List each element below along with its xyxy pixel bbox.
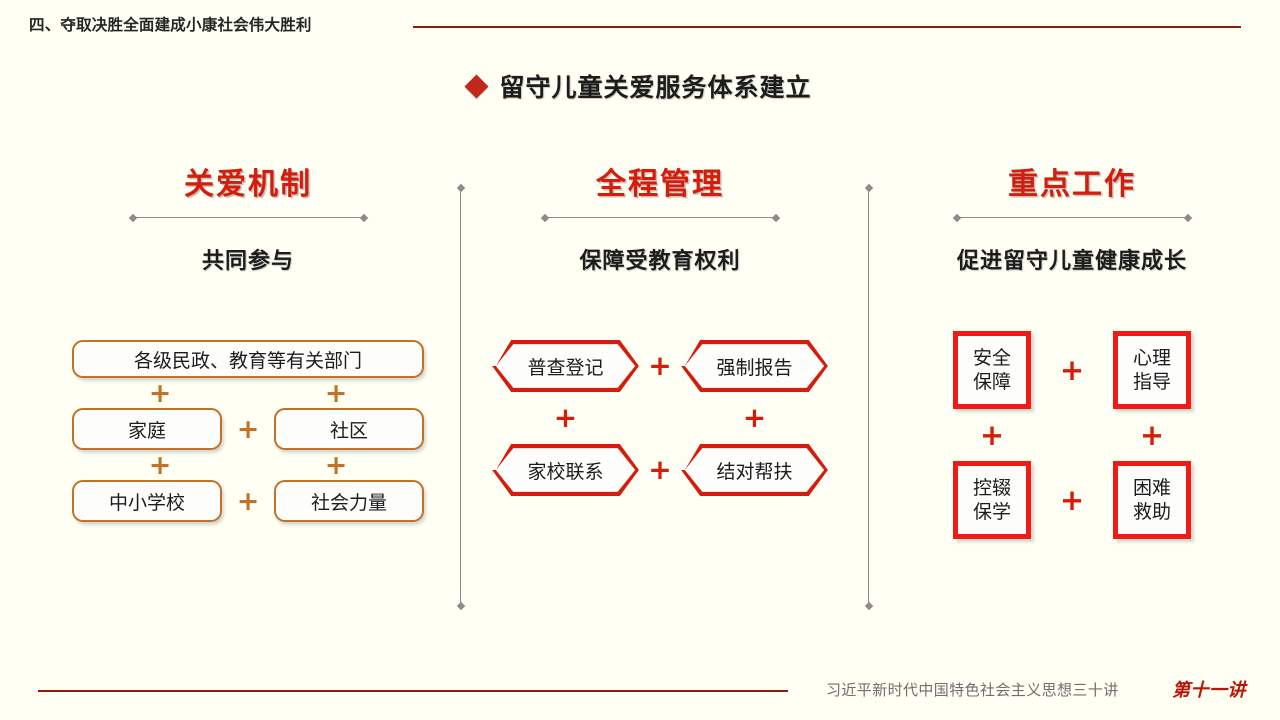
node-box[interactable]: 社区 (274, 408, 424, 450)
node-label: 强制报告 (716, 356, 793, 379)
node-label-line2: 救助 (1132, 501, 1171, 523)
column-divider (128, 213, 368, 222)
column-subheading: 保障受教育权利 (579, 249, 741, 274)
separator-diamond-bottom-icon (456, 601, 465, 611)
slide-title-row: 留守儿童关爱服务体系建立 (0, 68, 1280, 104)
node-label-line2: 指导 (1132, 371, 1171, 393)
node-label-line2: 保障 (972, 371, 1011, 393)
node-label: 社会力量 (310, 491, 387, 514)
plus-icon: + (648, 453, 672, 486)
plus-icon: + (742, 401, 767, 434)
connector-row: + + (48, 450, 448, 480)
node-label-line1: 安全 (972, 346, 1011, 369)
divider-diamond-right-icon (1183, 213, 1192, 222)
node-hexagon[interactable]: 结对帮扶 (681, 444, 828, 496)
divider-line (133, 217, 363, 218)
node-box[interactable]: 家庭 (72, 408, 222, 450)
node-row: 中小学校 + 社会力量 (48, 480, 448, 522)
node-label-line2: 保学 (972, 501, 1011, 523)
node-square[interactable]: 心理 指导 (1113, 331, 1191, 409)
plus-icon: + (324, 449, 348, 481)
column-separator-2 (864, 183, 873, 611)
column-heading: 全程管理 (596, 167, 724, 202)
care-mechanism-diagram: 各级民政、教育等有关部门 + + 家庭 + 社区 + + 中小学校 + 社会力量 (48, 340, 448, 522)
plus-icon: + (324, 377, 348, 409)
connector-row: + + (460, 392, 860, 444)
node-label: 普查登记 (527, 356, 604, 379)
plus-icon: + (1059, 352, 1085, 387)
footer-series-title: 习近平新时代中国特色社会主义思想三十讲 (826, 681, 1119, 699)
column-subheading: 促进留守儿童健康成长 (956, 249, 1187, 274)
divider-line (545, 217, 775, 218)
node-row: 家校联系 + 结对帮扶 (460, 444, 860, 496)
section-title: 四、夺取决胜全面建成小康社会伟大胜利 (29, 16, 312, 34)
node-label: 家校联系 (527, 460, 604, 483)
connector-row: + + (48, 378, 448, 408)
node-label: 社区 (329, 419, 368, 442)
page-title: 留守儿童关爱服务体系建立 (499, 73, 812, 102)
separator-line (868, 189, 869, 605)
node-row: 控辍 保学 + 困难 救助 (872, 461, 1272, 539)
separator-line (460, 189, 461, 605)
node-hexagon[interactable]: 强制报告 (681, 340, 828, 392)
separator-diamond-bottom-icon (864, 601, 873, 611)
plus-icon: + (553, 401, 578, 434)
column-heading: 关爱机制 (184, 167, 312, 202)
header-rule (413, 26, 1241, 28)
node-box[interactable]: 中小学校 (72, 480, 222, 522)
node-box[interactable]: 社会力量 (274, 480, 424, 522)
node-label: 各级民政、教育等有关部门 (133, 349, 362, 372)
plus-icon: + (148, 377, 172, 409)
plus-icon: + (648, 349, 672, 382)
column-header-key-work: 重点工作 促进留守儿童健康成长 (872, 163, 1272, 275)
node-label: 结对帮扶 (716, 460, 793, 483)
node-hexagon[interactable]: 家校联系 (492, 444, 639, 496)
node-label: 中小学校 (108, 491, 185, 514)
divider-diamond-right-icon (359, 213, 368, 222)
node-label: 家庭 (127, 419, 166, 442)
column-header-whole-process-management: 全程管理 保障受教育权利 (460, 163, 860, 275)
column-separator-1 (456, 183, 465, 611)
connector-row: + + (872, 409, 1272, 461)
node-square[interactable]: 安全 保障 (953, 331, 1031, 409)
column-heading: 重点工作 (1008, 167, 1136, 202)
node-row: 家庭 + 社区 (48, 408, 448, 450)
node-box[interactable]: 各级民政、教育等有关部门 (72, 340, 424, 378)
footer-rule (38, 690, 788, 692)
whole-process-management-diagram: 普查登记 + 强制报告 + + 家校联系 + 结对帮扶 (460, 340, 860, 496)
key-work-diagram: 安全 保障 + 心理 指导 + + 控辍 保学 + 困难 救助 (872, 331, 1272, 539)
plus-icon: + (148, 449, 172, 481)
node-row: 普查登记 + 强制报告 (460, 340, 860, 392)
node-label-line1: 心理 (1132, 346, 1171, 369)
plus-icon: + (1059, 482, 1085, 517)
node-square[interactable]: 控辍 保学 (953, 461, 1031, 539)
node-label-line1: 困难 (1132, 476, 1171, 499)
column-subheading: 共同参与 (201, 249, 294, 274)
column-header-care-mechanism: 关爱机制 共同参与 (48, 163, 448, 275)
column-divider (952, 213, 1192, 222)
column-divider (540, 213, 780, 222)
node-hexagon[interactable]: 普查登记 (492, 340, 639, 392)
node-row: 安全 保障 + 心理 指导 (872, 331, 1272, 409)
plus-icon: + (1139, 417, 1165, 452)
plus-icon: + (236, 485, 260, 517)
node-square[interactable]: 困难 救助 (1113, 461, 1191, 539)
divider-line (957, 217, 1187, 218)
node-label-line1: 控辍 (972, 476, 1011, 499)
divider-diamond-right-icon (771, 213, 780, 222)
plus-icon: + (236, 413, 260, 445)
plus-icon: + (979, 417, 1005, 452)
footer-lecture-badge: 第十一讲 (1172, 680, 1246, 701)
diamond-bullet-icon (464, 73, 490, 99)
